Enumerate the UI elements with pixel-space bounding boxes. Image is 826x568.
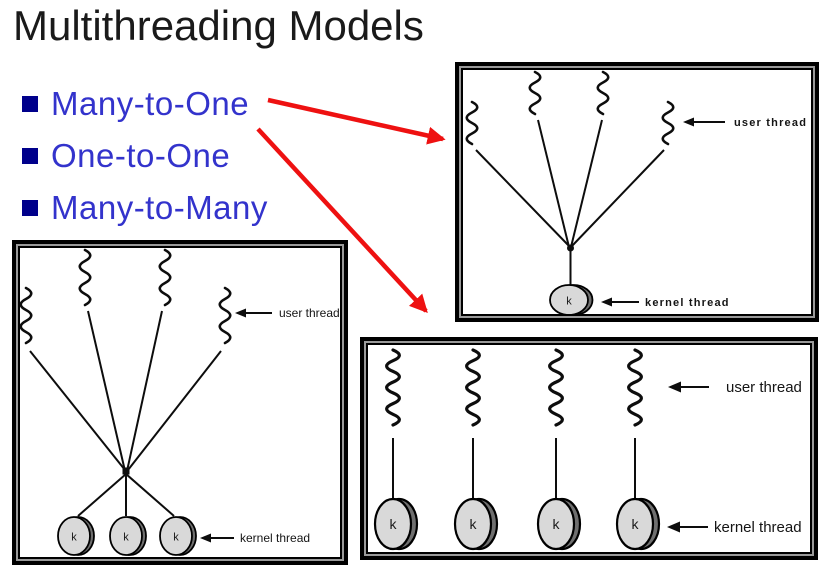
thread-mapping-line (29, 350, 126, 471)
kernel-thread-ellipse: k (615, 497, 661, 551)
bullet-item-many-to-one: Many-to-One (22, 78, 268, 130)
user-thread-label: user thread (726, 379, 802, 396)
kernel-thread-ellipse: k (159, 516, 197, 556)
kernel-letter: k (173, 532, 179, 544)
user-thread-pointer-arrow (683, 117, 725, 127)
user-thread-squiggle-icon (158, 248, 172, 307)
kernel-thread-ellipse: k (453, 497, 499, 551)
kernel-letter: k (71, 532, 77, 544)
bullet-label: One-to-One (51, 137, 231, 174)
diagram-many-to-one-inner: k user thread kernel thread (461, 68, 813, 316)
kernel-stem-line (125, 473, 175, 517)
user-thread-squiggle-icon (661, 100, 675, 146)
kernel-thread-label: kernel thread (240, 531, 310, 545)
kernel-thread-label: kernel thread (714, 519, 802, 536)
diagram-many-to-many: k k k user thread (12, 240, 348, 565)
diagram-one-to-one: k k k k (360, 337, 818, 560)
kernel-letter: k (390, 516, 398, 532)
bullet-label: Many-to-One (51, 85, 250, 122)
kernel-letter: k (123, 532, 129, 544)
kernel-thread-pointer-arrow (601, 297, 639, 307)
user-thread-squiggle-icon (548, 348, 564, 427)
bullet-square-icon (22, 200, 38, 216)
user-thread-squiggle-icon (528, 70, 542, 116)
kernel-thread-ellipse: k (373, 497, 419, 551)
kernel-thread-ellipse: k (536, 497, 582, 551)
user-thread-pointer-arrow (668, 381, 709, 393)
convergence-dot (122, 467, 130, 475)
user-thread-label: user thread (734, 117, 807, 129)
diagram-many-to-many-inner: k k k user thread (18, 246, 342, 559)
red-arrow-to-many-to-one-diagram (267, 97, 446, 145)
bullet-square-icon (22, 96, 38, 112)
kernel-thread-ellipse: k (57, 516, 95, 556)
kernel-thread-label: kernel thread (645, 297, 730, 309)
thread-mapping-line (475, 149, 571, 248)
kernel-letter: k (470, 516, 478, 532)
kernel-letter: k (566, 296, 572, 308)
kernel-thread-pointer-arrow (667, 521, 708, 533)
thread-mapping-line (570, 149, 665, 248)
user-thread-squiggle-icon (218, 286, 232, 345)
kernel-letter: k (632, 516, 640, 532)
bullet-square-icon (22, 148, 38, 164)
user-thread-squiggle-icon (465, 348, 481, 427)
bullet-item-many-to-many: Many-to-Many (22, 182, 268, 234)
user-thread-squiggle-icon (20, 286, 33, 345)
bullet-label: Many-to-Many (51, 189, 268, 226)
kernel-letter: k (553, 516, 561, 532)
bullet-list: Many-to-One One-to-One Many-to-Many (22, 78, 268, 234)
user-thread-squiggle-icon (596, 70, 610, 116)
kernel-stem-line (77, 473, 127, 517)
thread-mapping-line (87, 310, 126, 472)
kernel-thread-ellipse: k (549, 284, 594, 314)
user-thread-squiggle-icon (385, 348, 401, 427)
user-thread-squiggle-icon (627, 348, 643, 427)
thread-mapping-line (127, 350, 222, 471)
thread-mapping-line (570, 119, 603, 248)
user-thread-label: user thread (279, 306, 340, 320)
kernel-thread-pointer-arrow (200, 533, 234, 543)
diagram-one-to-one-inner: k k k k (366, 343, 812, 554)
user-thread-pointer-arrow (235, 308, 272, 318)
thread-mapping-line (537, 119, 570, 248)
page-title: Multithreading Models (13, 2, 424, 49)
kernel-thread-ellipse: k (109, 516, 147, 556)
user-thread-squiggle-icon (465, 100, 479, 146)
user-thread-squiggle-icon (78, 248, 92, 307)
diagram-many-to-one: k user thread kernel thread (455, 62, 819, 322)
bullet-item-one-to-one: One-to-One (22, 130, 268, 182)
thread-mapping-line (126, 310, 163, 472)
